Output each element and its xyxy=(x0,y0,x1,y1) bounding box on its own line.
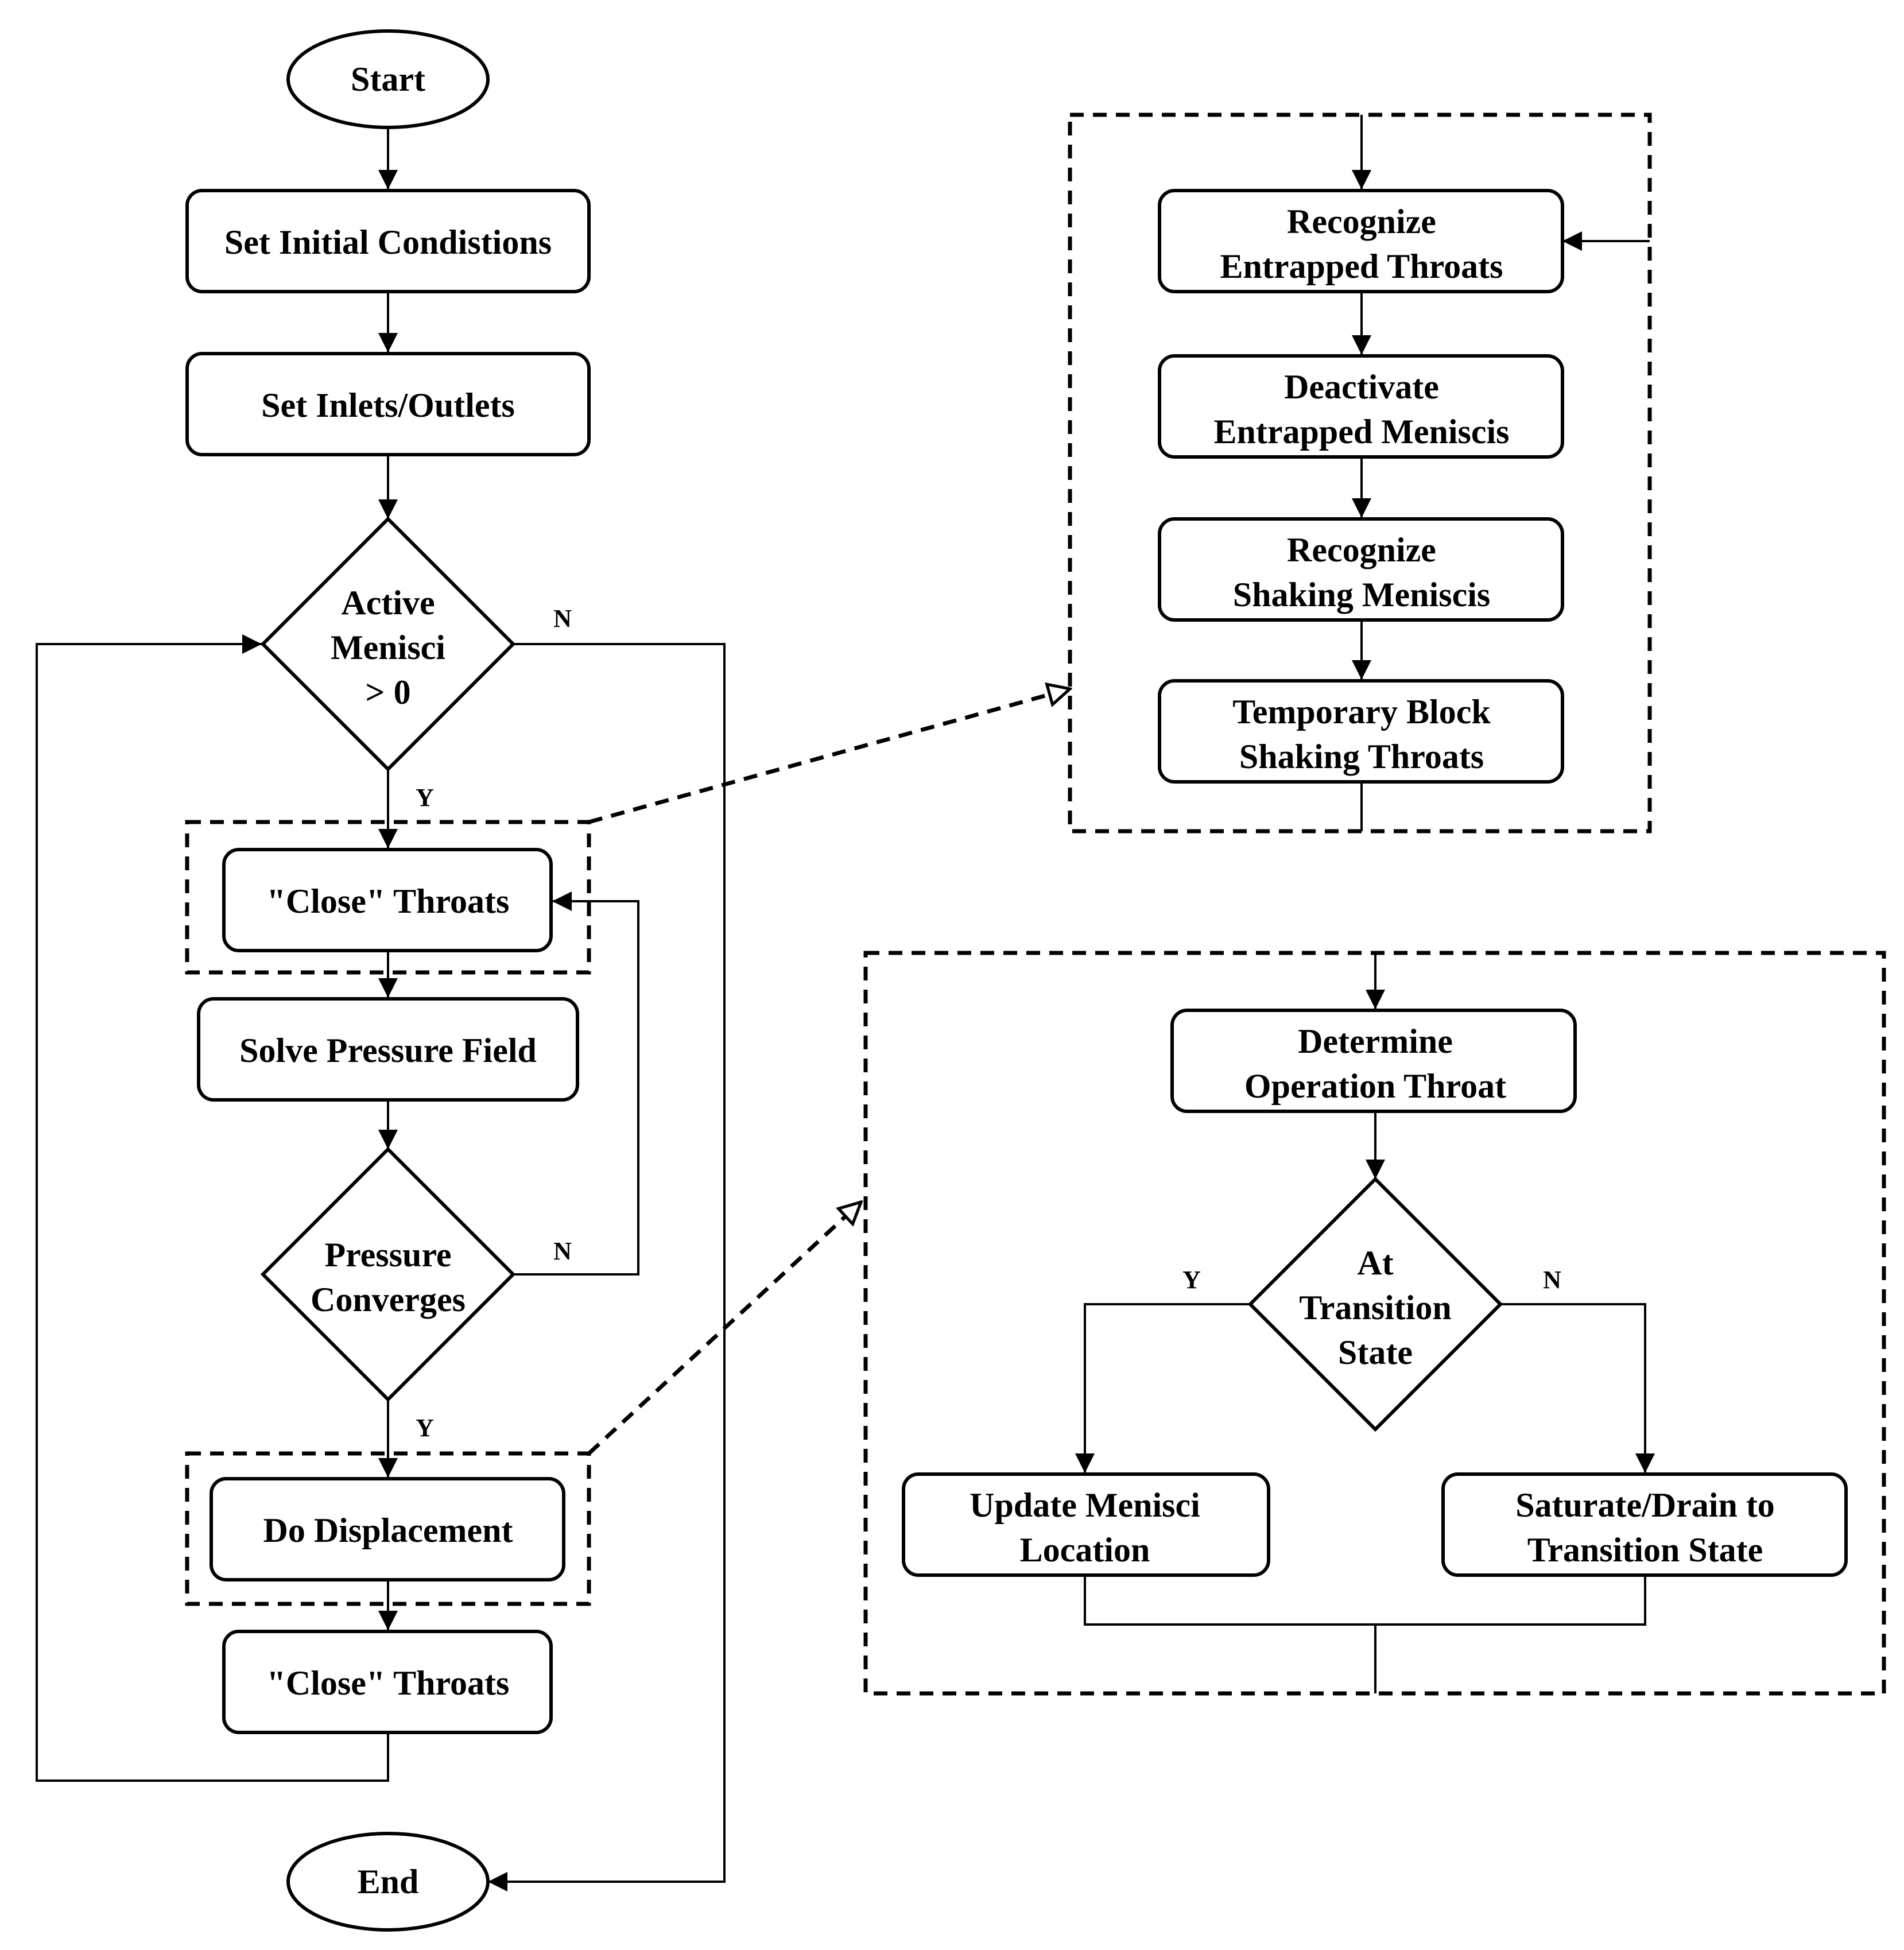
svg-text:Start: Start xyxy=(351,60,425,98)
svg-text:Solve Pressure Field: Solve Pressure Field xyxy=(239,1032,537,1069)
svg-text:At: At xyxy=(1357,1244,1393,1282)
svg-text:Transition: Transition xyxy=(1299,1289,1452,1327)
svg-text:Location: Location xyxy=(1020,1531,1150,1569)
node-close-throats-1: "Close" Throats xyxy=(222,848,553,952)
svg-text:Set Initial Condistions: Set Initial Condistions xyxy=(224,223,552,261)
label-active-no: N xyxy=(553,604,572,633)
svg-text:Pressure: Pressure xyxy=(324,1236,451,1274)
node-do-displacement: Do Displacement xyxy=(210,1477,565,1581)
detail-panel-close-throats xyxy=(1068,113,1652,834)
svg-text:Menisci: Menisci xyxy=(331,629,445,666)
svg-text:Temporary Block: Temporary Block xyxy=(1232,693,1491,731)
edge-update-to-merge xyxy=(1084,1575,1646,1626)
svg-text:Shaking Meniscis: Shaking Meniscis xyxy=(1233,576,1490,614)
svg-text:Entrapped Throats: Entrapped Throats xyxy=(1220,247,1503,285)
svg-text:Do Displacement: Do Displacement xyxy=(263,1511,513,1549)
svg-text:Deactivate: Deactivate xyxy=(1284,368,1439,406)
svg-text:Entrapped Meniscis: Entrapped Meniscis xyxy=(1213,413,1509,451)
node-deactivate-entrapped-meniscis: Deactivate Entrapped Meniscis xyxy=(1158,354,1564,459)
node-recognize-entrapped-throats: Recognize Entrapped Throats xyxy=(1158,189,1564,293)
node-recognize-shaking-meniscis: Recognize Shaking Meniscis xyxy=(1158,517,1564,622)
svg-text:Transition State: Transition State xyxy=(1527,1531,1763,1569)
svg-text:> 0: > 0 xyxy=(365,673,410,711)
node-start: Start xyxy=(286,29,490,129)
label-active-yes: Y xyxy=(416,784,434,812)
node-pressure-converges-decision: Pressure Converges xyxy=(260,1146,516,1402)
node-update-menisci-location: Update Menisci Location xyxy=(902,1472,1270,1577)
edge-pressure-no-loop xyxy=(513,891,639,1276)
svg-text:Operation Throat: Operation Throat xyxy=(1244,1067,1506,1105)
svg-text:State: State xyxy=(1338,1333,1413,1371)
node-at-transition-state-decision: At Transition State xyxy=(1247,1176,1503,1432)
label-pressure-no: N xyxy=(553,1237,572,1265)
label-pressure-yes: Y xyxy=(416,1414,434,1442)
svg-text:"Close" Throats: "Close" Throats xyxy=(267,1664,510,1702)
svg-text:Saturate/Drain to: Saturate/Drain to xyxy=(1515,1486,1775,1524)
edge-active-no-to-end xyxy=(488,643,726,1891)
callout-displacement-to-detail xyxy=(587,1202,861,1455)
label-transition-no: N xyxy=(1543,1266,1561,1294)
svg-text:Shaking Throats: Shaking Throats xyxy=(1239,738,1484,776)
svg-text:Active: Active xyxy=(341,584,435,622)
svg-text:Set Inlets/Outlets: Set Inlets/Outlets xyxy=(261,386,515,424)
node-saturate-drain-transition: Saturate/Drain to Transition State xyxy=(1441,1472,1848,1577)
node-determine-operation-throat: Determine Operation Throat xyxy=(1170,1009,1577,1113)
svg-text:Recognize: Recognize xyxy=(1287,203,1436,241)
svg-text:Converges: Converges xyxy=(311,1281,466,1319)
svg-text:"Close" Throats: "Close" Throats xyxy=(267,882,510,920)
svg-text:Determine: Determine xyxy=(1298,1022,1453,1060)
edge-transition-no-to-saturate xyxy=(1500,1303,1655,1473)
main-flow-edges xyxy=(36,127,726,1891)
svg-text:Recognize: Recognize xyxy=(1287,531,1436,569)
node-set-inlets-outlets: Set Inlets/Outlets xyxy=(185,352,591,456)
callout-close-throats-to-detail xyxy=(588,689,1070,824)
node-solve-pressure-field: Solve Pressure Field xyxy=(197,997,579,1102)
svg-text:Update Menisci: Update Menisci xyxy=(970,1486,1200,1524)
node-temporary-block-shaking-throats: Temporary Block Shaking Throats xyxy=(1158,679,1564,784)
detail-close-edges xyxy=(1352,115,1650,831)
svg-text:End: End xyxy=(358,1863,419,1901)
edge-close2-loop-back xyxy=(36,634,389,1782)
edge-transition-yes-to-update xyxy=(1075,1303,1250,1473)
detail-displacement-edges xyxy=(1075,953,1655,1693)
node-end: End xyxy=(286,1832,490,1932)
node-set-initial-conditions: Set Initial Condistions xyxy=(185,189,591,293)
label-transition-yes: Y xyxy=(1182,1266,1201,1294)
node-close-throats-2: "Close" Throats xyxy=(222,1630,553,1734)
node-active-menisci-decision: Active Menisci > 0 xyxy=(260,516,516,772)
